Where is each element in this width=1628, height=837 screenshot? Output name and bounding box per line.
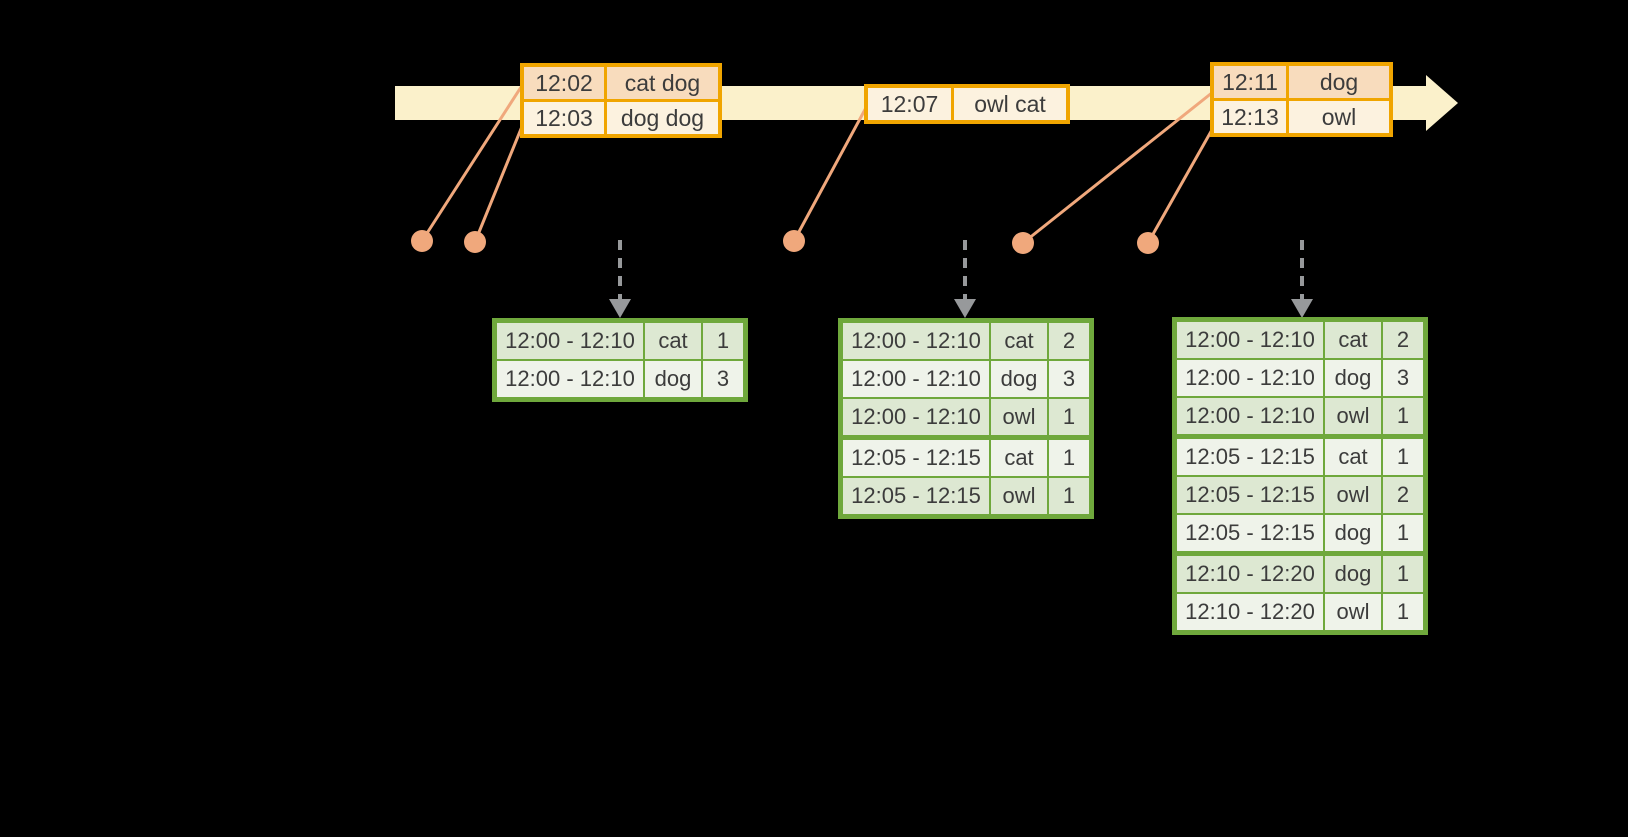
table-cell: 12:05 - 12:15 [839,476,991,518]
event-connector-lines [420,83,1215,245]
table-cell: 12:05 - 12:15 [1173,513,1325,555]
table-cell: 12:05 - 12:15 [1173,434,1325,477]
event-dot-icon [1012,232,1034,254]
table-cell: 2 [1047,319,1093,361]
table-cell: dog [1323,358,1383,398]
down-arrow-icon [1291,299,1313,318]
table-cell: cat [989,319,1049,361]
table-cell: 12:13 [1210,98,1289,137]
table-cell: 12:00 - 12:10 [839,359,991,399]
table-cell: 3 [701,359,747,401]
event-dot-icon [1137,232,1159,254]
event-dot-icon [464,231,486,253]
table-cell: cat [989,435,1049,478]
table-cell: 12:00 - 12:10 [1173,358,1325,398]
table-cell: 3 [1047,359,1093,399]
down-arrow-icon [954,299,976,318]
table-cell: 12:07 [864,84,954,124]
table-cell: owl [1323,396,1383,438]
table-cell: owl [989,397,1049,439]
table-cell: owl [1323,592,1383,634]
table-cell: cat [1323,318,1383,360]
table-cell: 12:10 - 12:20 [1173,592,1325,634]
table-cell: 1 [1381,551,1427,594]
table-cell: owl [1286,98,1393,137]
table-cell: dog [1286,62,1393,101]
table-cell: owl [1323,475,1383,515]
event-dot-icon [411,230,433,252]
table-cell: 2 [1381,318,1427,360]
table-cell: 2 [1381,475,1427,515]
table-cell: 1 [1381,396,1427,438]
table-cell: 1 [1381,513,1427,555]
table-cell: 12:00 - 12:10 [839,319,991,361]
table-cell: 12:11 [1210,62,1289,101]
event-line [1022,90,1214,245]
table-cell: 12:10 - 12:20 [1173,551,1325,594]
table-cell: 12:00 - 12:10 [493,319,645,361]
table-cell: cat [643,319,703,361]
table-cell: dog [989,359,1049,399]
trigger-arrow-heads [609,299,1313,318]
table-cell: 12:02 [520,63,607,102]
table-cell: 1 [1047,476,1093,518]
event-dot-icon [783,230,805,252]
event-line [792,103,870,242]
table-cell: dog [1323,513,1383,555]
table-cell: dog dog [604,99,722,138]
table-cell: 12:05 - 12:15 [839,435,991,478]
table-cell: dog [1323,551,1383,594]
event-markers [411,230,1159,254]
table-cell: 12:05 - 12:15 [1173,475,1325,515]
table-cell: 1 [701,319,747,361]
timeline-arrow-head-icon [1426,75,1458,131]
table-cell: 12:00 - 12:10 [839,397,991,439]
event-line [1146,127,1215,244]
table-cell: 12:00 - 12:10 [1173,318,1325,360]
table-cell: 12:00 - 12:10 [1173,396,1325,438]
table-cell: 12:03 [520,99,607,138]
table-cell: 12:00 - 12:10 [493,359,645,401]
table-cell: 3 [1381,358,1427,398]
table-cell: cat dog [604,63,722,102]
down-arrow-icon [609,299,631,318]
table-cell: 1 [1381,434,1427,477]
trigger-arrows [618,240,1304,301]
event-line [420,83,525,242]
table-cell: owl [989,476,1049,518]
table-cell: cat [1323,434,1383,477]
event-line [473,123,525,243]
table-cell: owl cat [951,84,1070,124]
table-cell: 1 [1047,435,1093,478]
table-cell: 1 [1381,592,1427,634]
table-cell: 1 [1047,397,1093,439]
table-cell: dog [643,359,703,401]
